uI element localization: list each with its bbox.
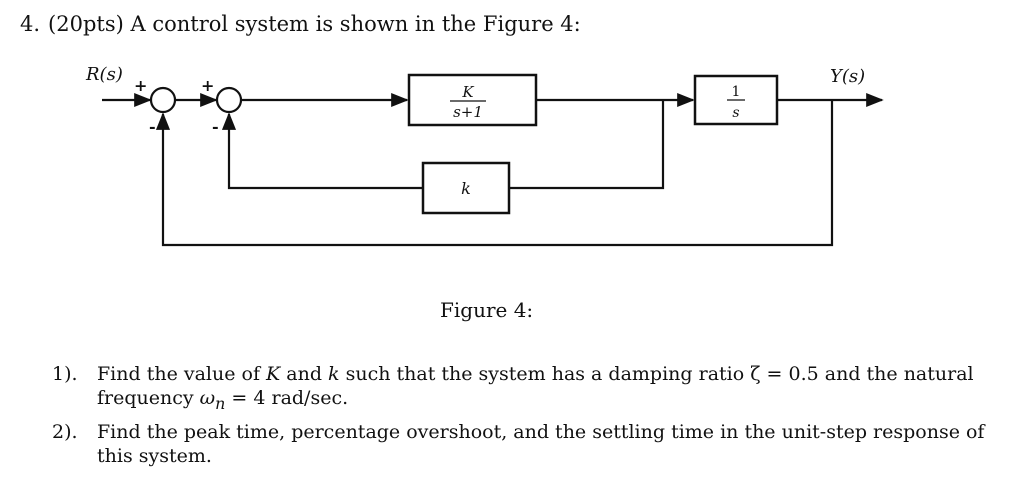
- q1-var-K: K: [266, 363, 281, 385]
- question-2-text: Find the peak time, percentage overshoot…: [97, 421, 985, 467]
- q1-text-part-a: Find the value of: [97, 363, 267, 385]
- feedback-gain: k: [461, 179, 471, 198]
- sum1-plus-sign: +: [134, 76, 147, 95]
- sum1-minus-sign: -: [149, 117, 156, 136]
- question-1-number: 1).: [52, 363, 78, 385]
- inner-feedback-path-right: [509, 100, 665, 190]
- q1-text-part-b: and: [280, 363, 329, 385]
- integrator-numerator: 1: [732, 84, 741, 100]
- inner-feedback-path-left: [221, 112, 423, 190]
- sum2-minus-sign: -: [212, 117, 219, 136]
- integrator-denominator: s: [732, 105, 739, 121]
- q1-omega-subscript: n: [215, 393, 226, 413]
- question-2-number: 2).: [52, 421, 78, 443]
- question-1: 1). Find the value of K and k such that …: [52, 362, 1002, 416]
- problem-number: 4.: [20, 12, 41, 36]
- summing-junction-1: [149, 86, 177, 114]
- plant-denominator: s+1: [453, 103, 483, 121]
- q1-omega: ω: [199, 387, 216, 409]
- block-diagram: R(s) + - + - K s+1 1 s Y(s) k: [85, 64, 884, 247]
- sum2-plus-sign: +: [201, 76, 214, 95]
- figure-caption: Figure 4:: [440, 298, 534, 322]
- question-2: 2). Find the peak time, percentage overs…: [52, 420, 1002, 468]
- outer-feedback-path: [155, 100, 834, 247]
- q1-var-k: k: [328, 363, 340, 385]
- summing-junction-2: [215, 86, 243, 114]
- q1-text-part-d: = 4 rad/sec.: [225, 387, 349, 409]
- question-1-text: Find the value of K and k such that the …: [97, 362, 1002, 416]
- plant-numerator: K: [461, 83, 474, 101]
- output-label: Y(s): [830, 66, 865, 87]
- problem-heading: 4. (20pts) A control system is shown in t…: [20, 12, 581, 36]
- input-label: R(s): [85, 64, 123, 85]
- q1-text-part-c: such that the system has a damping ratio…: [97, 363, 974, 409]
- problem-statement: (20pts) A control system is shown in the…: [48, 12, 581, 36]
